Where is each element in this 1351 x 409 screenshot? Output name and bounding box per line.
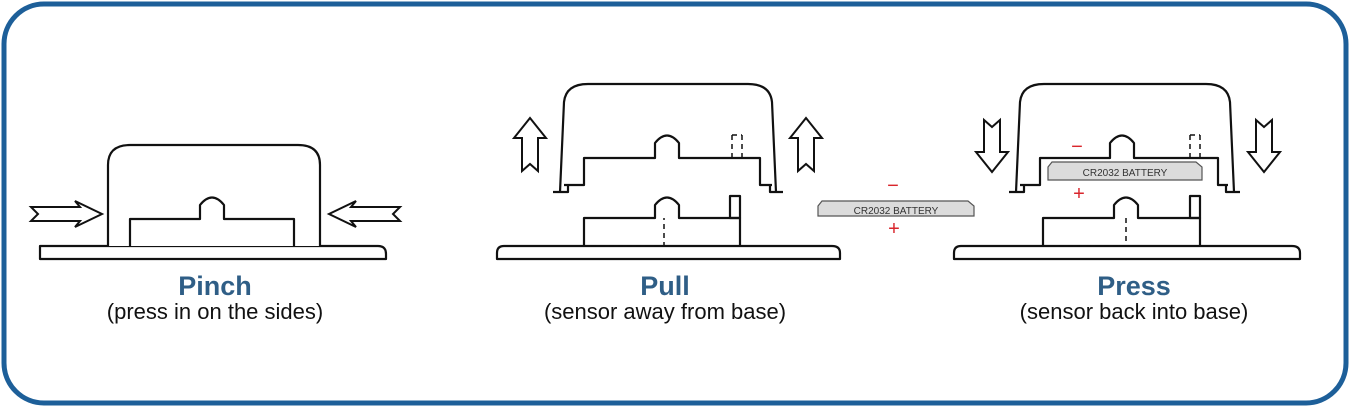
sensor-cover <box>106 143 322 246</box>
hidden-clip-upper <box>1189 134 1201 158</box>
battery-loose: CR2032 BATTERY − + <box>817 175 975 240</box>
sensor-cover-lifted <box>558 82 778 193</box>
battery-label: CR2032 BATTERY <box>854 206 939 217</box>
arrow-down-icon <box>973 117 1011 174</box>
hidden-edge <box>1050 218 1127 247</box>
cover-foot-right <box>1224 186 1240 194</box>
battery-plus: + <box>888 218 900 240</box>
inner-profile-lifted <box>564 134 772 187</box>
step-subtitle-pull: (sensor away from base) <box>543 299 787 324</box>
base-mount <box>582 196 742 246</box>
battery-installed: CR2032 BATTERY − + <box>1047 136 1203 205</box>
hidden-edge <box>591 218 665 247</box>
arrow-down-icon <box>1245 117 1283 174</box>
base-plate <box>38 244 388 261</box>
base-mount <box>1041 196 1202 246</box>
step-subtitle-press: (sensor back into base) <box>1019 299 1249 324</box>
step-title-pinch: Pinch <box>178 271 252 301</box>
cover-foot-left <box>553 186 570 194</box>
inner-profile-pressed <box>1020 134 1228 187</box>
step-title-pull: Pull <box>640 271 690 301</box>
base-plate <box>952 244 1302 261</box>
step-title-press: Press <box>1097 271 1171 301</box>
pinch-illustration <box>38 143 388 261</box>
base-clip <box>728 194 742 220</box>
step-subtitle-pinch: (press in on the sides) <box>106 299 324 324</box>
hidden-clip-upper <box>731 134 743 158</box>
battery-label: CR2032 BATTERY <box>1083 168 1168 179</box>
battery-minus: − <box>887 175 899 197</box>
battery-plus: + <box>1073 183 1085 205</box>
arrow-left-icon <box>326 200 403 228</box>
base-plate <box>495 244 842 261</box>
pull-illustration <box>495 82 842 261</box>
cover-foot-right <box>768 186 783 194</box>
cover-foot-left <box>1009 186 1026 194</box>
arrow-right-icon <box>28 200 105 228</box>
base-clip <box>1188 194 1202 220</box>
arrow-up-icon <box>787 116 825 174</box>
arrow-up-icon <box>511 116 549 174</box>
inner-profile <box>128 196 296 246</box>
battery-minus: − <box>1071 136 1083 158</box>
